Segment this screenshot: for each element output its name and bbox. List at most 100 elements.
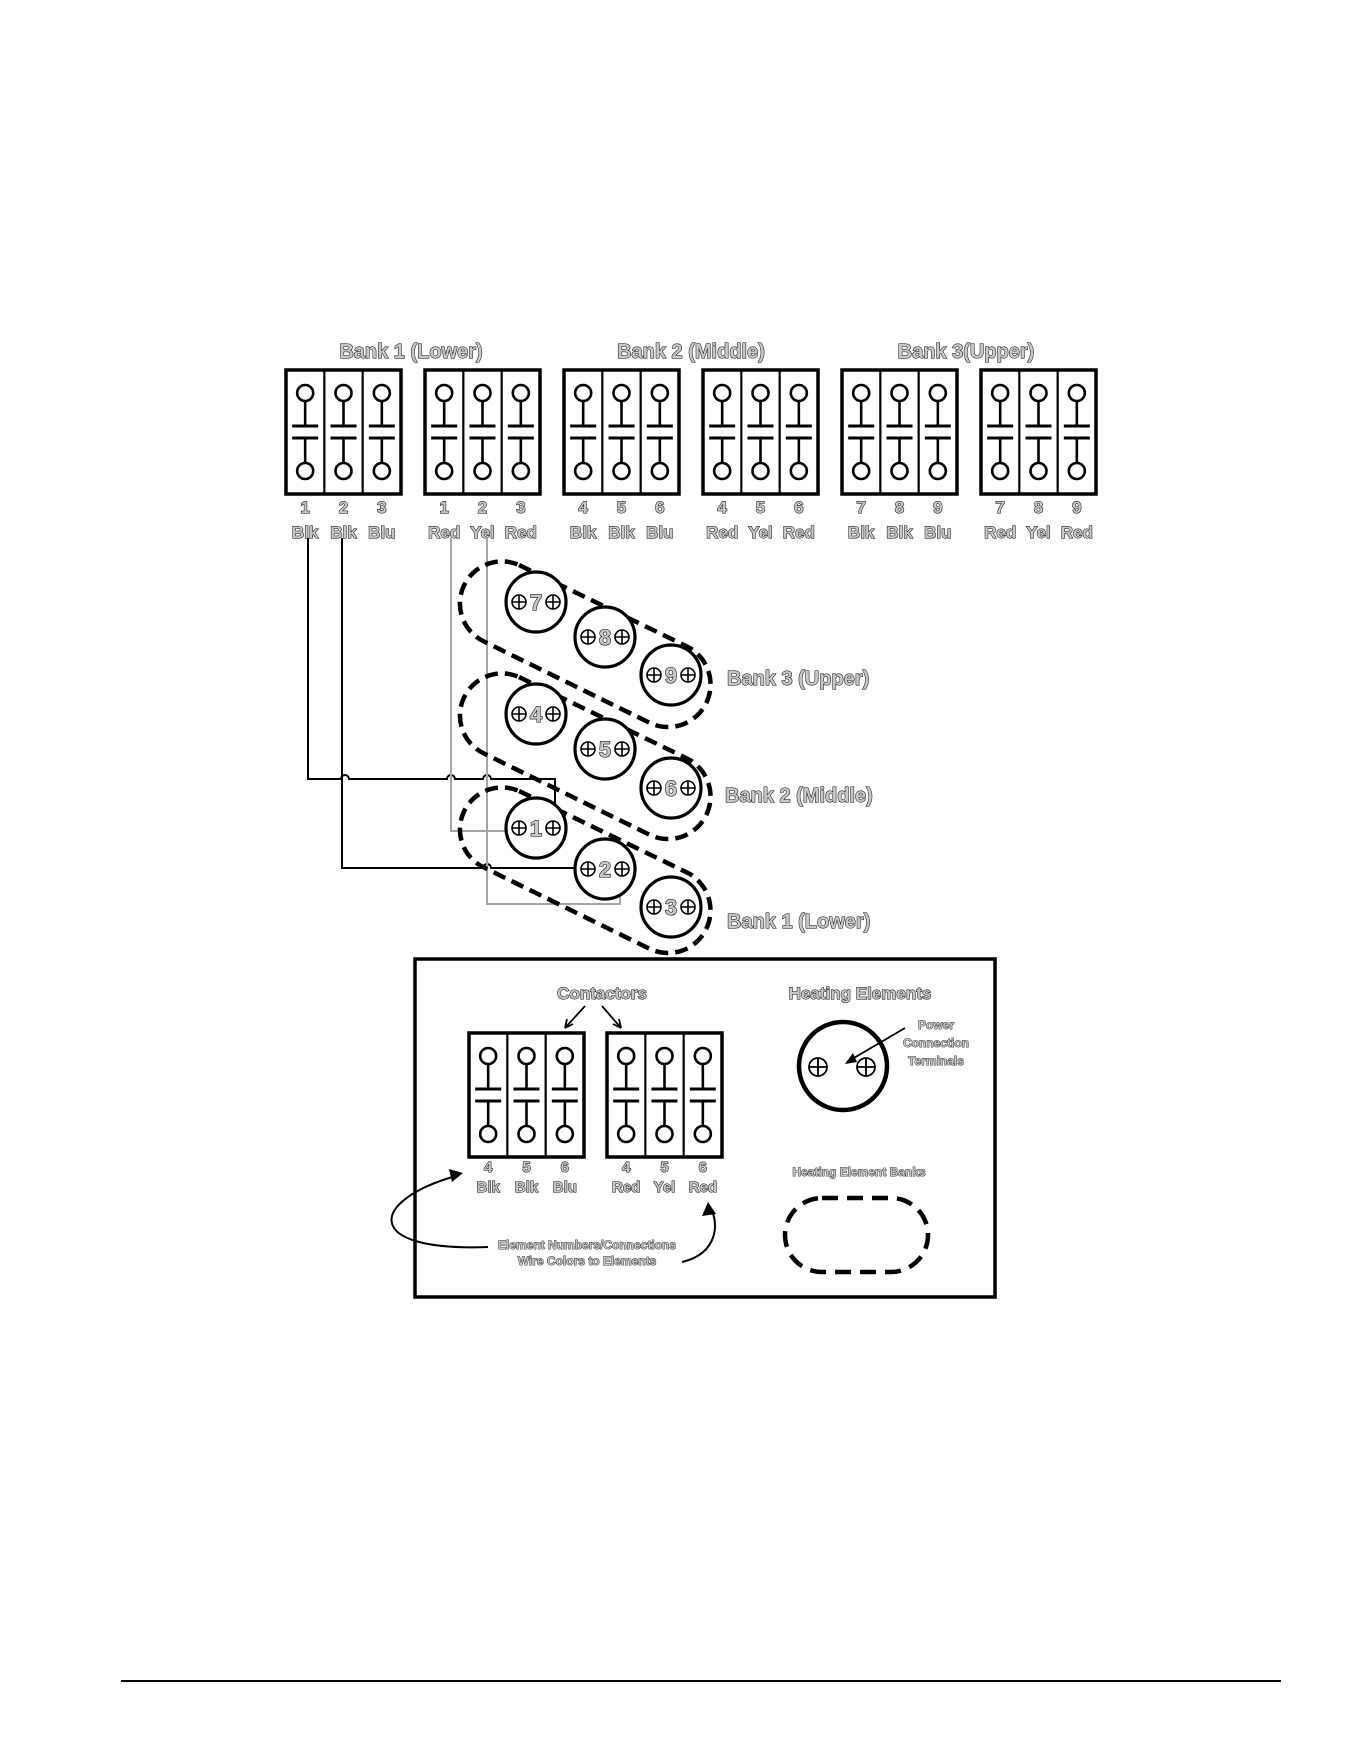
power-terminals-label-1: Power <box>918 1018 954 1032</box>
contact-symbol-icon <box>1063 383 1090 481</box>
heating-element-8: 8 <box>573 605 637 669</box>
terminal-icon <box>580 741 596 757</box>
terminal-icon <box>646 780 662 796</box>
contactor-2-number-0: 1 <box>439 498 448 517</box>
note-arrows <box>390 1175 716 1263</box>
legend-contactor-2-number-1: 5 <box>660 1159 668 1176</box>
heating-element-number: 9 <box>665 663 677 688</box>
contactor-6-number-0: 7 <box>995 498 1004 517</box>
legend-contactors-title: Contactors <box>557 984 647 1003</box>
note-arrow-left <box>390 1175 489 1249</box>
bank-3-outline <box>457 559 713 730</box>
legend-contactor-1-wire-color-2: Blu <box>553 1179 577 1196</box>
bank-3-header: Bank 3(Upper) <box>898 341 1035 363</box>
contactor-1-wire-color-0: Blk <box>292 523 319 542</box>
contact-symbol-icon <box>886 383 913 481</box>
heating-element-2: 2 <box>573 837 637 901</box>
heating-element-number: 2 <box>599 857 611 882</box>
contact-symbol-icon <box>570 383 597 481</box>
legend-contactor-1-wire-color-0: Blk <box>476 1179 500 1196</box>
power-terminals-label-3: Terminals <box>908 1054 964 1068</box>
terminal-icon <box>580 861 596 877</box>
bank-1-header: Bank 1 (Lower) <box>339 341 482 363</box>
contact-symbol-icon <box>747 383 774 481</box>
legend-contactor-2-wire-color-1: Yel <box>654 1179 676 1196</box>
heating-element-number: 1 <box>530 816 542 841</box>
contactor-3-wire-color-1: Blk <box>608 523 635 542</box>
contactor-3-wire-color-2: Blu <box>646 523 673 542</box>
heating-element-number: 8 <box>599 625 611 650</box>
contactor-6-wire-color-1: Yel <box>1026 523 1051 542</box>
legend-contactor-1-number-1: 5 <box>522 1159 530 1176</box>
heating-element-number: 4 <box>530 702 543 727</box>
contactor-2-number-1: 2 <box>478 498 487 517</box>
bank-2-side-label: Bank 2 (Middle) <box>725 785 873 807</box>
contactor-block-2 <box>423 368 542 496</box>
legend-contactor-block-2 <box>605 1031 724 1159</box>
legend-contactor-2-wire-color-0: Red <box>612 1179 640 1196</box>
terminal-icon <box>545 706 561 722</box>
terminal-icon <box>614 861 630 877</box>
bank-3-side-label: Bank 3 (Upper) <box>727 668 869 690</box>
contactor-6-number-1: 8 <box>1034 498 1043 517</box>
contactor-4-number-1: 5 <box>756 498 765 517</box>
legend-heating-elements-title: Heating Elements <box>789 984 932 1003</box>
arrowhead-icon <box>702 1202 716 1216</box>
terminal-icon <box>680 780 696 796</box>
contactor-1-wire-color-1: Blk <box>330 523 357 542</box>
contactor-1-number-1: 2 <box>339 498 348 517</box>
contactor-2-wire-color-1: Yel <box>470 523 495 542</box>
heating-element-number: 7 <box>530 590 542 615</box>
heating-banks-title: Heating Element Banks <box>792 1165 926 1179</box>
contactor-3-wire-color-0: Blk <box>570 523 597 542</box>
heating-element-3: 3 <box>639 875 703 939</box>
legend-box <box>413 957 997 1299</box>
contact-symbol-icon <box>551 1046 578 1144</box>
heating-element-4: 4 <box>504 682 568 746</box>
heating-element-9: 9 <box>639 643 703 707</box>
contactor-5-number-0: 7 <box>856 498 865 517</box>
contactor-5-wire-color-0: Blk <box>848 523 875 542</box>
power-terminal-arrow <box>846 1027 906 1063</box>
heating-element-5: 5 <box>573 717 637 781</box>
contact-symbol-icon <box>431 383 458 481</box>
contact-symbol-icon <box>330 383 357 481</box>
contactor-block-5 <box>840 368 959 496</box>
bank-2-outline <box>457 671 713 842</box>
contact-symbol-icon <box>507 383 534 481</box>
contactor-4-number-0: 4 <box>717 498 727 517</box>
contact-symbol-icon <box>368 383 395 481</box>
heating-element-1: 1 <box>504 796 568 860</box>
contact-symbol-icon <box>646 383 673 481</box>
legend-contactor-1-number-2: 6 <box>561 1159 569 1176</box>
bank-2-header: Bank 2 (Middle) <box>617 341 765 363</box>
contact-symbol-icon <box>469 383 496 481</box>
contactor-4-wire-color-2: Red <box>783 523 815 542</box>
terminal-icon <box>646 899 662 915</box>
heating-element-6: 6 <box>639 756 703 820</box>
contactor-4-wire-color-1: Yel <box>748 523 773 542</box>
terminal-icon <box>511 594 527 610</box>
terminal-icon <box>580 629 596 645</box>
terminal-icon <box>646 667 662 683</box>
terminal-icon <box>856 1057 876 1077</box>
contactor-6-wire-color-2: Red <box>1061 523 1093 542</box>
legend-contactor-block-1 <box>467 1031 586 1159</box>
arrowhead-icon <box>449 1169 463 1182</box>
contactor-block-6 <box>979 368 1098 496</box>
contact-symbol-icon <box>613 1046 640 1144</box>
heating-element-number: 6 <box>665 776 677 801</box>
legend-contactor-1-number-0: 4 <box>484 1159 493 1176</box>
contactor-6-wire-color-0: Red <box>984 523 1016 542</box>
contactor-block-1 <box>284 368 403 496</box>
contactor-6-number-2: 9 <box>1072 498 1081 517</box>
note-line-2: Wire Colors to Elements <box>518 1254 657 1268</box>
legend-contactor-2-number-0: 4 <box>622 1159 631 1176</box>
contactor-1-number-0: 1 <box>300 498 309 517</box>
legend-contactor-2-wire-color-2: Red <box>689 1179 717 1196</box>
arrowhead-icon <box>845 1053 857 1064</box>
heating-element-number: 3 <box>665 895 677 920</box>
